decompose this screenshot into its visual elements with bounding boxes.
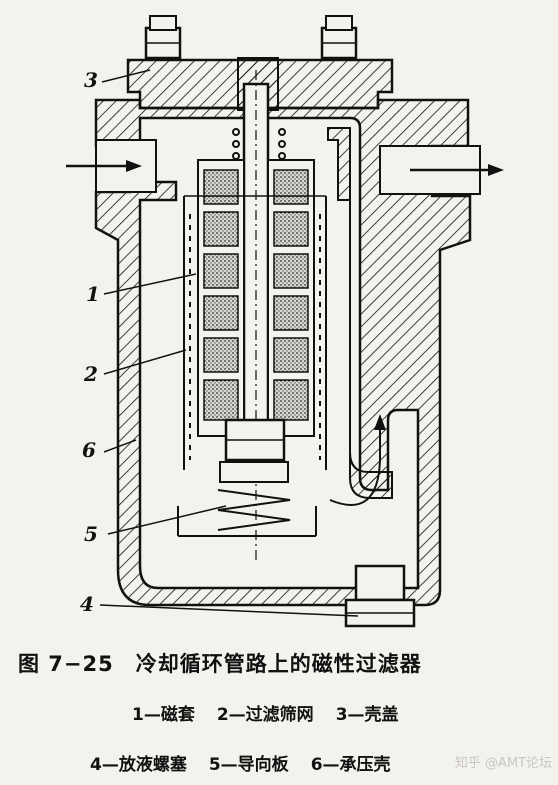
legend-row-2: 4—放液螺塞 5—导向板 6—承压壳: [90, 750, 413, 775]
legend-item: 4—放液螺塞: [90, 755, 187, 775]
upper-spring: [232, 128, 286, 160]
legend-item: 6—承压壳: [310, 755, 391, 775]
callout-3-cover: 3: [84, 68, 98, 92]
drain-plug: [344, 564, 416, 628]
figure-title: 冷却循环管路上的磁性过滤器: [135, 652, 422, 676]
legend-item: 1—磁套: [132, 705, 195, 725]
callout-5-guide-plate: 5: [84, 522, 98, 546]
guide-plate-spring: [177, 489, 317, 537]
callout-1-magnet-sleeve: 1: [86, 282, 100, 306]
legend-item: 3—壳盖: [335, 705, 399, 725]
filter-screen: [183, 195, 327, 470]
outlet-flow-arrow: [410, 164, 504, 176]
figure-caption: 图 7−25 冷却循环管路上的磁性过滤器: [18, 648, 558, 678]
magnet-sleeve: [197, 159, 315, 437]
flow-partition: [327, 127, 393, 499]
watermark: 知乎 @AMT论坛: [454, 756, 552, 771]
figure-number: 图 7−25: [18, 652, 114, 676]
leader-lines: [99, 69, 359, 617]
legend-row-1: 1—磁套 2—过滤筛网 3—壳盖: [132, 700, 421, 725]
callout-2-filter-screen: 2: [84, 362, 98, 386]
callout-6-pressure-housing: 6: [82, 438, 96, 462]
cover-bolt-right: [320, 15, 358, 60]
return-flow-arrow: [329, 414, 386, 506]
legend-item: 5—导向板: [208, 755, 289, 775]
callout-4-drain-plug: 4: [80, 592, 94, 616]
inlet-flow-arrow: [66, 160, 142, 172]
magnetic-filter-cross-section: [66, 15, 504, 628]
legend-item: 2—过滤筛网: [216, 705, 314, 725]
cover-bolt-left: [144, 15, 182, 60]
